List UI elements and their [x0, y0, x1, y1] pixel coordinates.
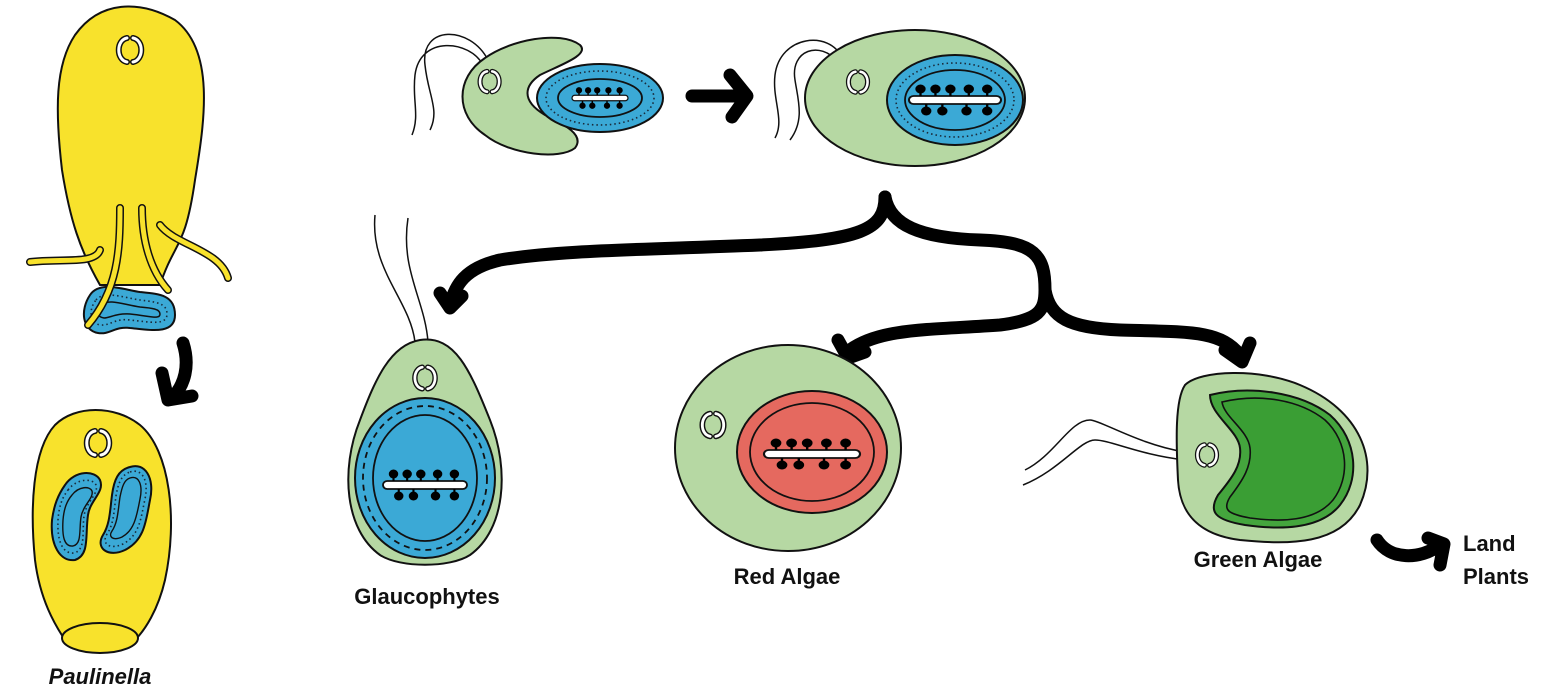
branching-arrows	[433, 190, 1257, 369]
paulinella-cell	[31, 409, 172, 654]
flagella	[411, 33, 489, 136]
label-red-algae: Red Algae	[734, 564, 841, 589]
host-engulfing-cell	[411, 33, 664, 156]
arrow-to-glaucophytes	[433, 190, 892, 315]
arrow-to-red-algae	[831, 333, 872, 365]
label-land-plants-line2: Plants	[1463, 564, 1529, 589]
flagella	[773, 39, 843, 141]
label-glaucophytes: Glaucophytes	[354, 584, 499, 609]
chromatophore-left	[50, 472, 102, 562]
arrow-paulinella	[155, 336, 199, 407]
arrow-to-green-algae	[1038, 283, 1257, 369]
pseudopodia	[26, 204, 232, 329]
primary-plastid	[886, 54, 1024, 146]
arrow-engulfment	[685, 68, 754, 124]
green-plastid	[1208, 389, 1355, 529]
cyanelle	[354, 397, 496, 559]
red-plastid	[736, 390, 888, 514]
flagella	[373, 214, 429, 343]
red-algae-cell	[674, 344, 902, 552]
cyanobacterium	[536, 63, 664, 133]
label-paulinella: Paulinella	[49, 664, 152, 689]
glaucophyte-cell	[347, 214, 503, 566]
chromatophore-right	[99, 465, 153, 554]
flagella	[1022, 419, 1186, 486]
primary-endosymbiont-cell	[773, 29, 1026, 167]
arrow-to-land-plants	[1370, 531, 1451, 572]
green-algae-cell	[1022, 372, 1369, 544]
paulinella-engulfing-cell	[26, 5, 232, 335]
label-green-algae: Green Algae	[1194, 547, 1323, 572]
oral-opening	[61, 622, 139, 654]
label-land-plants-line1: Land	[1463, 531, 1516, 556]
